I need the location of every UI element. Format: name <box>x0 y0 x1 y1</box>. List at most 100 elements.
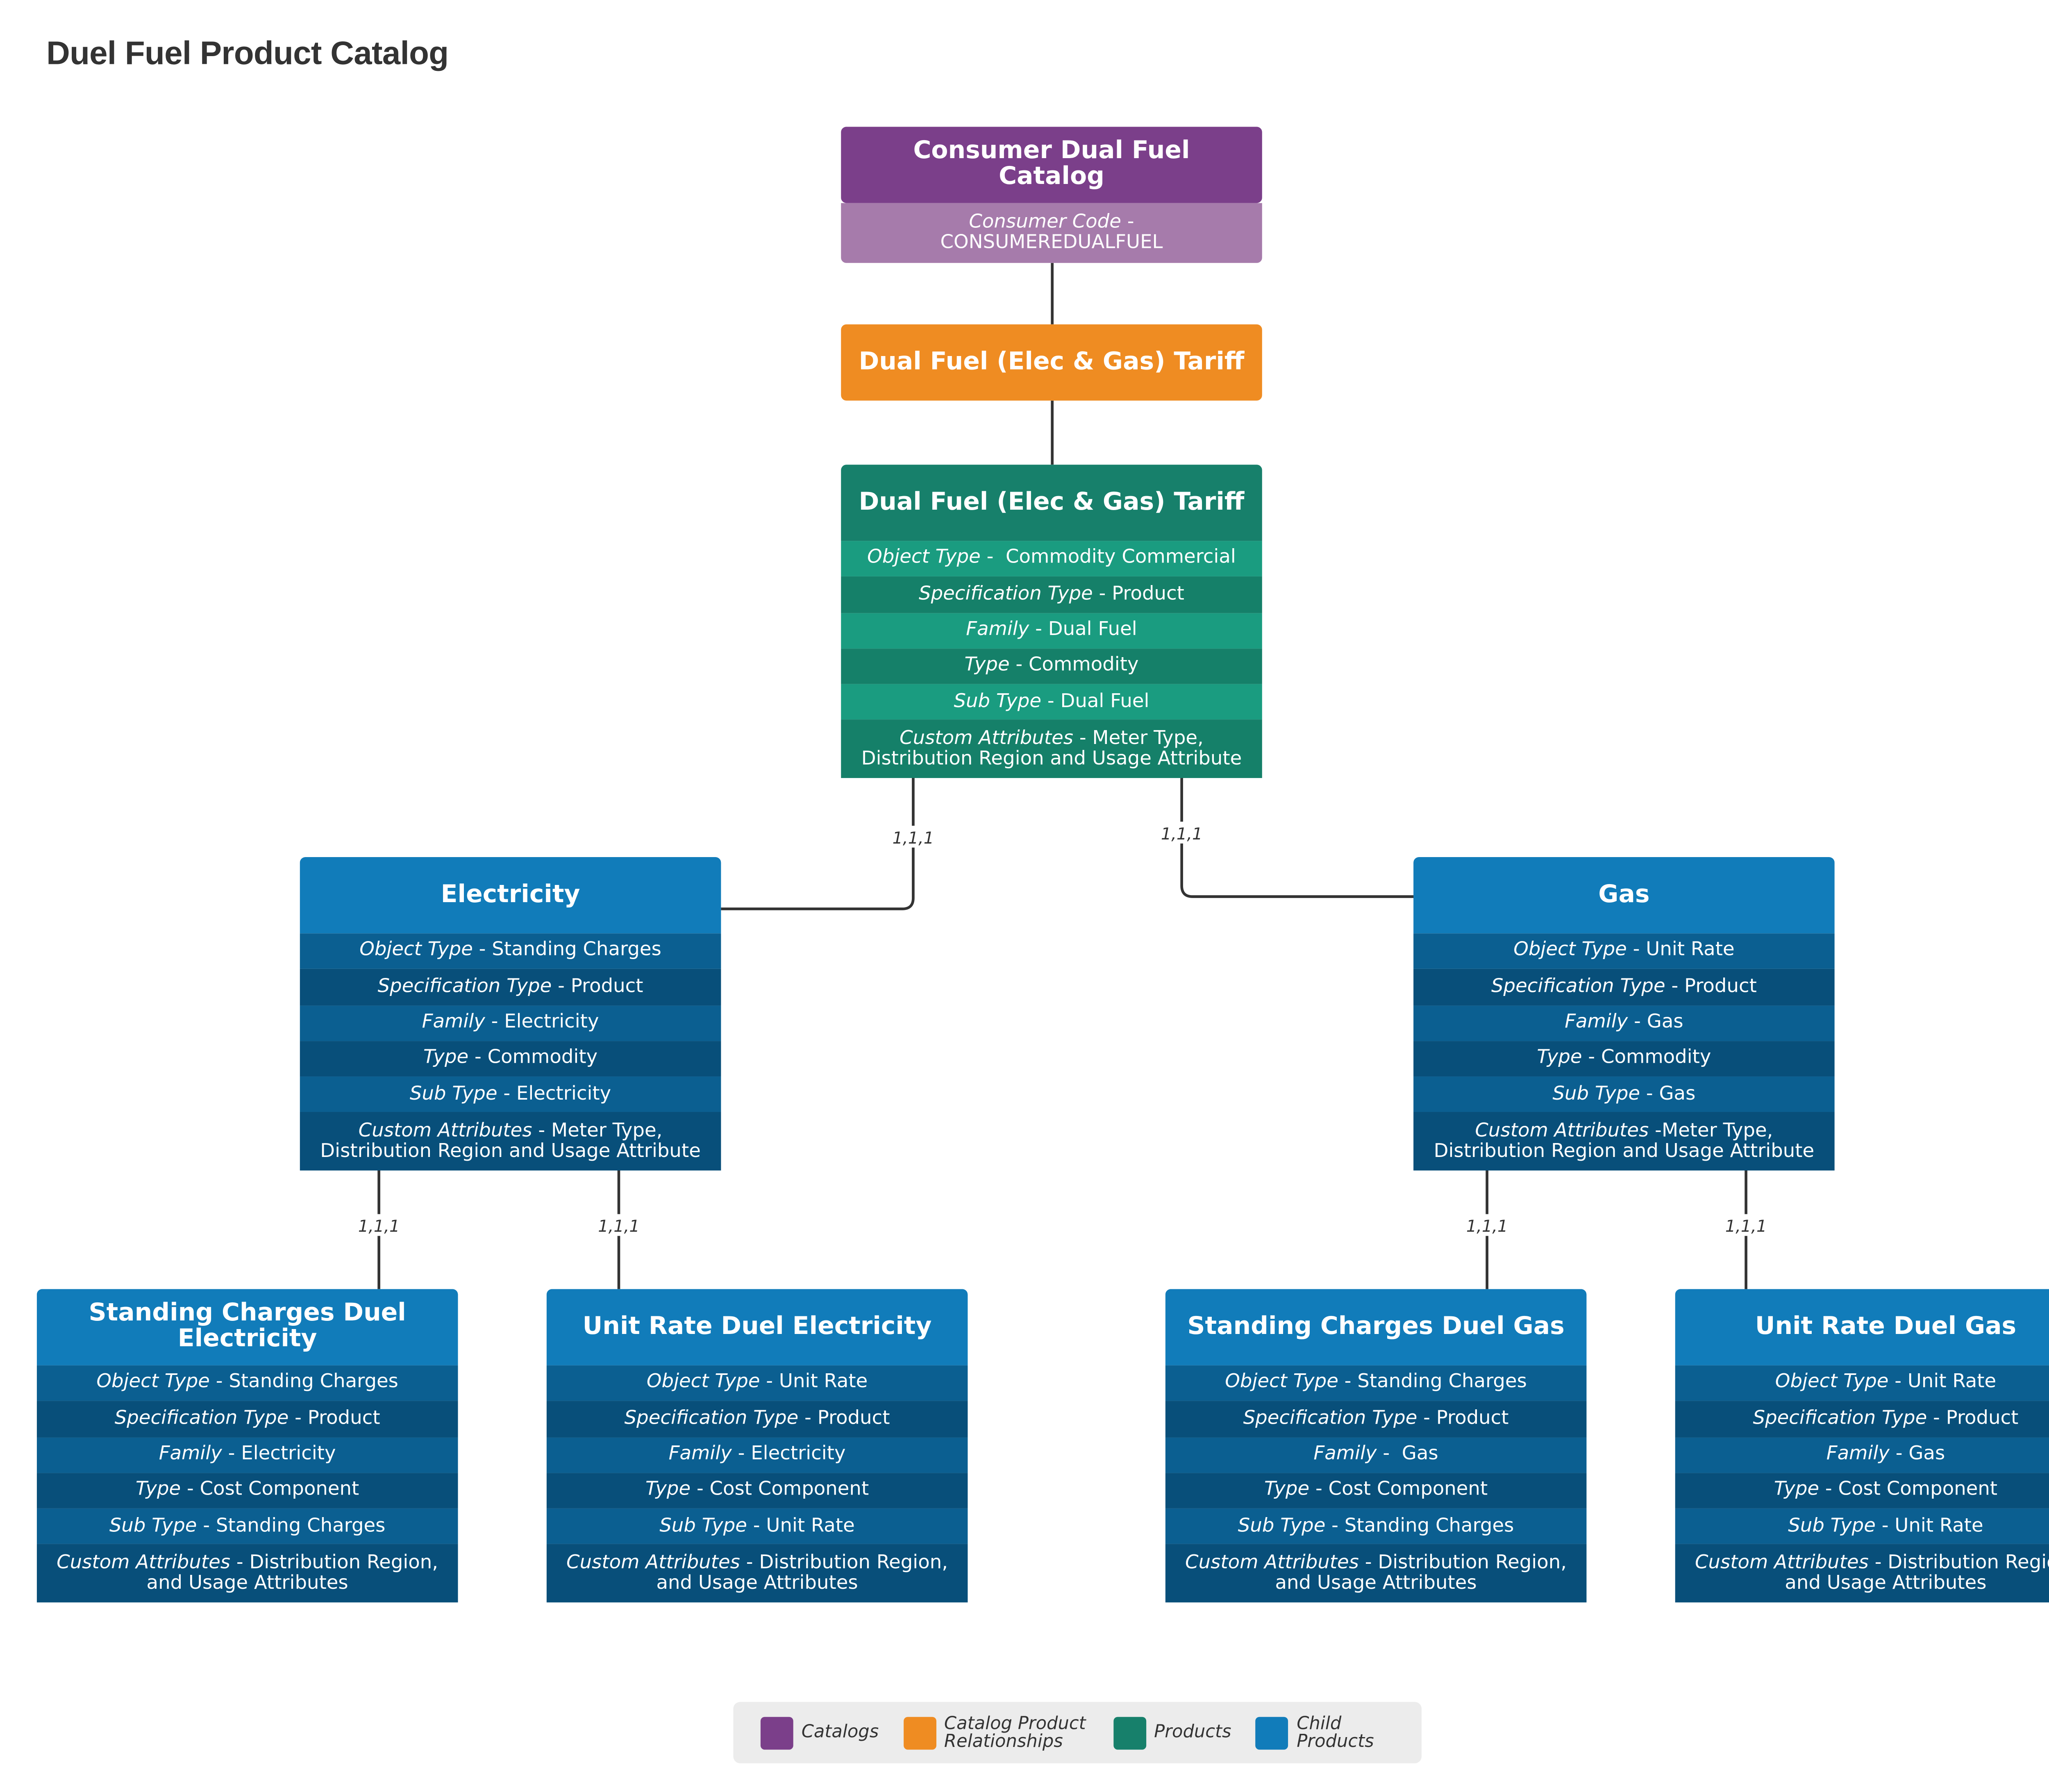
legend-item-child-products: Child Products <box>1256 1715 1397 1750</box>
attribute-separator: - <box>1889 1443 1909 1465</box>
attribute-row: Type - Cost Component <box>546 1473 968 1509</box>
node-title: Electricity <box>300 857 721 934</box>
attribute-separator: - <box>485 1011 504 1033</box>
attribute-label: Family <box>159 1443 222 1465</box>
attribute-label: Type <box>645 1479 691 1501</box>
node-title: Standing Charges Duel Electricity <box>36 1289 458 1366</box>
attribute-value: Unit Rate <box>779 1371 868 1393</box>
attribute-label: Custom Attributes <box>1475 1119 1649 1141</box>
attribute-separator: - <box>1338 1371 1358 1393</box>
attribute-value: Electricity <box>516 1082 611 1105</box>
legend-swatch <box>1113 1716 1146 1749</box>
relationship-node[interactable]: Dual Fuel (Elec & Gas) Tariff <box>841 324 1262 401</box>
attribute-label: Type <box>1774 1479 1820 1501</box>
attribute-row: Sub Type - Unit Rate <box>1675 1508 2049 1545</box>
attribute-row: Type - Cost Component <box>1675 1473 2049 1509</box>
legend-label: Catalogs <box>801 1722 879 1743</box>
attribute-label: Family <box>1313 1443 1377 1465</box>
attribute-value: Product <box>307 1407 380 1429</box>
legend-swatch <box>760 1716 793 1749</box>
attribute-value: Gas <box>1659 1082 1696 1105</box>
attribute-value: Product <box>1112 583 1184 605</box>
attribute-separator: - <box>1626 939 1646 962</box>
attribute-separator: - <box>1417 1407 1436 1429</box>
legend-item-products: Products <box>1113 1716 1231 1749</box>
legend-swatch <box>1256 1716 1289 1749</box>
attribute-label: Object Type <box>1225 1371 1338 1393</box>
attribute-row: Family - Electricity <box>300 1005 721 1041</box>
catalog-node[interactable]: Consumer Dual Fuel Catalog Consumer Code… <box>841 127 1262 263</box>
cardinality-label: 1,1,1 <box>1466 1217 1508 1236</box>
attribute-value: Electricity <box>241 1443 336 1465</box>
attribute-label: Sub Type <box>1238 1515 1326 1537</box>
child-node-standing-charges-electricity[interactable]: Standing Charges Duel Electricity Object… <box>36 1289 458 1603</box>
attribute-separator: - <box>1868 1551 1888 1574</box>
attribute-separator: - <box>760 1371 779 1393</box>
attribute-label: Type <box>1264 1479 1310 1501</box>
attribute-row: Family - Gas <box>1413 1005 1835 1041</box>
attribute-value: Standing Charges <box>1357 1371 1527 1393</box>
attribute-separator: - <box>980 547 1006 569</box>
attribute-label: Sub Type <box>109 1515 197 1537</box>
child-node-unit-rate-gas[interactable]: Unit Rate Duel Gas Object Type - Unit Ra… <box>1675 1289 2049 1603</box>
attribute-row: Custom Attributes - Distribution Region,… <box>546 1544 968 1603</box>
legend-label: Child Products <box>1297 1713 1374 1752</box>
attribute-separator: - <box>532 1119 552 1141</box>
catalog-title: Consumer Dual Fuel Catalog <box>841 127 1262 203</box>
attribute-label: Object Type <box>96 1371 210 1393</box>
attribute-separator: - <box>181 1479 200 1501</box>
attribute-value: Distribution Region, and Usage Attribute… <box>656 1551 948 1595</box>
attribute-label: Type <box>1537 1047 1582 1069</box>
attribute-separator: - <box>1309 1479 1329 1501</box>
attribute-label: Family <box>422 1011 485 1033</box>
attribute-value: Cost Component <box>709 1479 869 1501</box>
attribute-row: Family - Electricity <box>546 1437 968 1473</box>
attribute-separator: - <box>731 1443 751 1465</box>
attribute-label: Custom Attributes <box>1185 1551 1359 1574</box>
attribute-row: Type - Cost Component <box>36 1473 458 1509</box>
attribute-separator: - <box>1582 1047 1601 1069</box>
attribute-separator: - <box>747 1515 766 1537</box>
attribute-row: Type - Cost Component <box>1165 1473 1587 1509</box>
attribute-separator: - <box>1029 619 1048 641</box>
product-node[interactable]: Dual Fuel (Elec & Gas) Tariff Object Typ… <box>841 465 1262 779</box>
attribute-separator: - <box>288 1407 308 1429</box>
relationship-title: Dual Fuel (Elec & Gas) Tariff <box>841 324 1262 401</box>
attribute-value: Cost Component <box>1838 1479 1998 1501</box>
attribute-row: Specification Type - Product <box>1165 1401 1587 1437</box>
attribute-value: Meter Type, Distribution Region and Usag… <box>861 727 1242 770</box>
attribute-label: Family <box>668 1443 732 1465</box>
attribute-value: Meter Type, Distribution Region and Usag… <box>320 1119 701 1163</box>
attribute-label: Custom Attributes <box>566 1551 740 1574</box>
attribute-label: Type <box>964 654 1010 676</box>
attribute-row: Specification Type - Product <box>300 969 721 1005</box>
connector-product-gas <box>1180 776 1415 898</box>
attribute-separator: - <box>1640 1082 1659 1105</box>
attribute-value: Electricity <box>504 1011 599 1033</box>
cardinality-label: 1,1,1 <box>1161 825 1203 844</box>
attribute-label: Custom Attributes <box>900 727 1074 749</box>
attribute-value: Commodity Commercial <box>1006 547 1236 569</box>
attribute-label: Object Type <box>867 547 981 569</box>
attribute-separator: - <box>468 1047 488 1069</box>
attribute-label: Object Type <box>1775 1371 1889 1393</box>
legend: Catalogs Catalog Product Relationships P… <box>733 1702 1422 1763</box>
child-node-unit-rate-electricity[interactable]: Unit Rate Duel Electricity Object Type -… <box>546 1289 968 1603</box>
attribute-value: Unit Rate <box>1646 939 1735 962</box>
attribute-row: Sub Type - Standing Charges <box>1165 1508 1587 1545</box>
attribute-row: Object Type - Standing Charges <box>1165 1365 1587 1402</box>
child-node-electricity[interactable]: Electricity Object Type - Standing Charg… <box>300 857 721 1171</box>
legend-item-relationships: Catalog Product Relationships <box>903 1715 1088 1750</box>
attribute-row: Specification Type - Product <box>1413 969 1835 1005</box>
child-node-standing-charges-gas[interactable]: Standing Charges Duel Gas Object Type - … <box>1165 1289 1587 1603</box>
attribute-row: Family - Gas <box>1165 1437 1587 1473</box>
attribute-label: Specification Type <box>1491 975 1665 997</box>
attribute-value: Dual Fuel <box>1048 619 1137 641</box>
catalog-code: Consumer Code - CONSUMEREDUALFUEL <box>841 203 1262 263</box>
attribute-label: Family <box>1826 1443 1890 1465</box>
attribute-label: Custom Attributes <box>1695 1551 1869 1574</box>
attribute-separator: - <box>222 1443 241 1465</box>
